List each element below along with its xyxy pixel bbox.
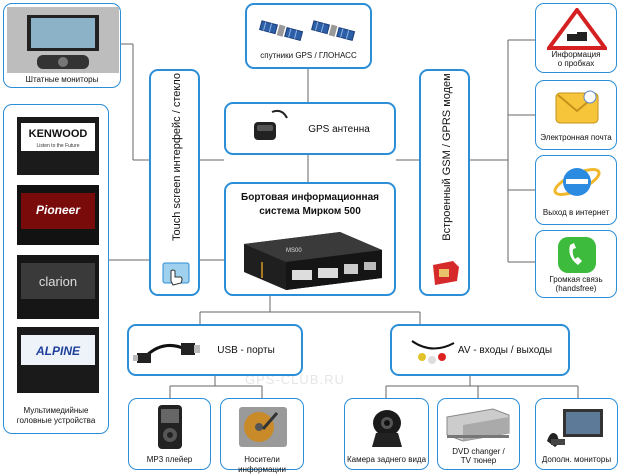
head-units-label-line2: головные устройства <box>16 416 96 425</box>
gsm-modem-box: Встроенный GSM / GPRS модем <box>419 69 470 296</box>
brand-clarion: clarion <box>39 274 77 289</box>
av-io-label: AV - входы / выходы <box>457 345 553 356</box>
dvd-changer-box: DVD changer / TV тюнер <box>437 398 520 470</box>
central-unit-title-line2: система Мирком 500 <box>259 206 361 217</box>
rear-camera-box: Камера заднего вида <box>344 398 429 470</box>
usb-cable-icon <box>133 343 200 363</box>
dvd-changer-label-line2: TV тюнер <box>460 456 497 465</box>
handsfree-box: Громкая связь (handsfree) <box>535 230 617 298</box>
satellites-label: спутники GPS / ГЛОНАСС <box>260 51 357 60</box>
email-label: Электронная почта <box>540 133 612 142</box>
rear-camera-label: Камера заднего вида <box>346 455 427 464</box>
traffic-info-label-line1: Информация <box>551 50 601 59</box>
satellite-icon <box>259 20 356 42</box>
traffic-info-box: Информация о пробках <box>535 3 617 73</box>
internet-box: Выход в интернет <box>535 155 617 225</box>
usb-ports-label: USB - порты <box>217 345 275 356</box>
storage-media-box: Носители информации <box>220 398 304 474</box>
device-brand-text: MS00 <box>286 248 302 254</box>
warning-sign-icon <box>547 8 607 50</box>
monitor-image <box>7 7 119 73</box>
dvd-changer-label-line1: DVD changer / <box>452 447 505 456</box>
sim-card-icon <box>433 261 459 285</box>
head-units-label-line1: Мультимедийные <box>23 406 89 415</box>
device-image: MS00 <box>244 232 382 290</box>
handsfree-label-line2: (handsfree) <box>555 284 597 293</box>
touch-screen-box: Touch screen интерфейс / стекло <box>149 69 200 296</box>
gsm-modem-label: Встроенный GSM / GPRS модем <box>441 73 453 241</box>
internet-label: Выход в интернет <box>542 208 610 217</box>
gps-antenna-box: GPS антенна <box>224 102 396 155</box>
brand-alpine: ALPINE <box>35 344 81 358</box>
head-units-box: KENWOOD Listen to the Future Pioneer cla… <box>3 104 109 434</box>
satellites-box: спутники GPS / ГЛОНАСС <box>245 3 372 69</box>
touch-screen-label: Touch screen интерфейс / стекло <box>171 73 183 241</box>
extra-monitors-label: Дополн. мониторы <box>541 455 612 464</box>
camera-icon <box>372 410 402 447</box>
extra-monitors-box: Дополн. мониторы <box>535 398 618 470</box>
stock-monitors-label: Штатные мониторы <box>25 75 99 84</box>
av-cable-icon <box>411 340 455 364</box>
storage-media-label: Носители информации <box>238 455 286 474</box>
touch-icon <box>162 262 190 286</box>
extra-monitor-icon <box>547 409 603 447</box>
handsfree-label-line1: Громкая связь <box>549 275 603 284</box>
gps-antenna-label: GPS антенна <box>308 124 370 135</box>
head-units-image: KENWOOD Listen to the Future Pioneer cla… <box>17 117 99 393</box>
central-unit-title-line1: Бортовая информационная <box>241 192 379 203</box>
brand-pioneer: Pioneer <box>36 203 81 217</box>
traffic-info-label-line2: о пробках <box>557 59 595 68</box>
dvd-changer-icon <box>446 408 510 442</box>
email-icon <box>555 90 599 124</box>
brand-kenwood: KENWOOD <box>29 128 88 140</box>
stock-monitors-box: Штатные мониторы <box>3 3 121 88</box>
mp3-player-label: MP3 плейер <box>146 455 193 464</box>
usb-ports-box: USB - порты <box>127 324 303 376</box>
antenna-icon <box>254 109 288 140</box>
internet-explorer-icon <box>553 168 601 196</box>
mp3-player-icon <box>158 405 182 449</box>
av-io-box: AV - входы / выходы <box>390 324 570 376</box>
brand-kenwood-slogan: Listen to the Future <box>36 143 79 149</box>
email-box: Электронная почта <box>535 80 617 150</box>
hard-drive-icon <box>239 407 287 447</box>
phone-icon <box>558 237 596 273</box>
central-unit-box: Бортовая информационная система Мирком 5… <box>224 182 396 296</box>
mp3-player-box: MP3 плейер <box>128 398 211 470</box>
